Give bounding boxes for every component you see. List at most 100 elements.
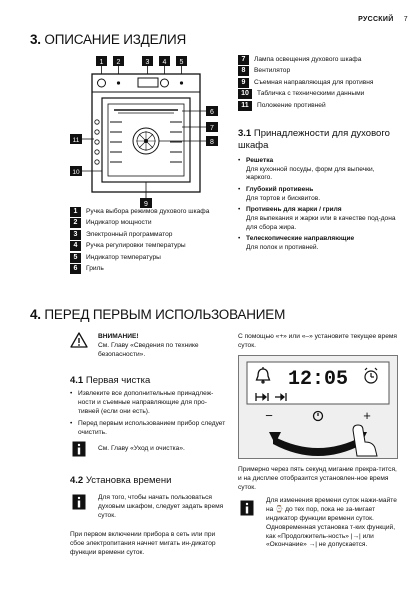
section-4-title: ПЕРЕД ПЕРВЫМ ИСПОЛЬЗОВАНИЕМ bbox=[44, 307, 286, 322]
section-3-1-title: Принадлежности для духового шкафа bbox=[238, 128, 390, 151]
accessory-desc: Для кухонной посуды, форм для выпечки, ж… bbox=[246, 166, 375, 182]
end-icon bbox=[275, 393, 287, 401]
warning-icon bbox=[70, 332, 88, 348]
legend-item: 4 Ручка регулировки температуры bbox=[70, 241, 209, 253]
paragraph: При первом включении прибора в сеть или … bbox=[70, 531, 216, 556]
section-4-2-heading: 4.2 Установка времени bbox=[70, 475, 171, 487]
section-4-2-number: 4.2 bbox=[70, 475, 84, 486]
clock-button[interactable] bbox=[312, 410, 324, 422]
bell-icon bbox=[255, 367, 271, 384]
warning-title: ВНИМАНИЕ! bbox=[98, 333, 139, 340]
accessory-desc: Для полок и противней. bbox=[246, 244, 319, 252]
temp-indicator bbox=[179, 81, 184, 85]
warning-block: ВНИМАНИЕ! См. Главу «Сведения по технике… bbox=[98, 333, 226, 360]
accessory-desc: Для выпекания и жарки или в качестве под… bbox=[246, 215, 396, 231]
warning-text: См. Главу «Сведения по технике безопасно… bbox=[98, 341, 199, 358]
info-icon bbox=[72, 441, 86, 457]
legend-item: 7 Лампа освещения духового шкафа bbox=[238, 54, 374, 66]
accessory-title: Противень для жарки / гриля bbox=[246, 206, 342, 214]
callout-label-1: 1 bbox=[100, 59, 104, 66]
legend-item: 8 Вентилятор bbox=[238, 66, 374, 78]
legend-num: 5 bbox=[70, 252, 81, 263]
legend-num: 8 bbox=[238, 66, 249, 77]
section-4-number: 4. bbox=[30, 307, 41, 322]
section-3-1-number: 3.1 bbox=[238, 128, 252, 139]
legend-num: 1 bbox=[70, 206, 81, 217]
callout-label-6: 6 bbox=[210, 109, 214, 116]
callout-box-1 bbox=[96, 56, 107, 66]
legend-text: Вентилятор bbox=[254, 67, 291, 75]
callout-label-5: 5 bbox=[180, 59, 184, 66]
callout-box-11 bbox=[70, 134, 82, 144]
set-time-instruction: С помощью «+» или «–» установите текущее… bbox=[238, 333, 397, 349]
legend-text: Съемная направляющая для противня bbox=[254, 78, 374, 86]
section-4-1-heading: 4.1 Первая чистка bbox=[70, 375, 150, 387]
callout-box-4 bbox=[159, 56, 170, 66]
legend-num: 6 bbox=[70, 264, 81, 275]
accessory-title: Решетка bbox=[246, 157, 274, 164]
legend-text: Табличка с техническими данными bbox=[257, 90, 365, 98]
list-item: Извлеките все дополнительные принадлеж-н… bbox=[70, 390, 228, 417]
accessory-item: Противень для жарки / гриля Для выпекани… bbox=[238, 206, 398, 232]
callout-box-8 bbox=[206, 136, 218, 146]
callout-box-6 bbox=[206, 106, 218, 116]
legend-num: 4 bbox=[70, 241, 81, 252]
accessory-item: Глубокий противень Для тортов и бисквито… bbox=[238, 186, 398, 203]
timer-clock-icon bbox=[364, 367, 378, 384]
callout-label-3: 3 bbox=[146, 59, 150, 66]
accessories-list: Решетка Для кухонной посуды, форм для вы… bbox=[238, 157, 398, 255]
legend-num: 11 bbox=[238, 100, 252, 111]
legend-num: 2 bbox=[70, 218, 81, 229]
programmer-illustration: 12:05 − + bbox=[238, 355, 398, 459]
section-4-heading: 4. ПЕРЕД ПЕРВЫМ ИСПОЛЬЗОВАНИЕМ bbox=[30, 307, 285, 324]
callout-box-7 bbox=[206, 122, 218, 132]
section-3-number: 3. bbox=[30, 32, 41, 47]
power-indicator bbox=[116, 81, 121, 85]
callout-label-11: 11 bbox=[73, 137, 80, 144]
programmer bbox=[137, 77, 159, 88]
callout-label-8: 8 bbox=[210, 139, 214, 146]
section-4-2-title: Установка времени bbox=[85, 475, 172, 486]
legend-num: 3 bbox=[70, 229, 81, 240]
legend-num: 9 bbox=[238, 77, 249, 88]
oven-diagram: 1 2 3 4 5 bbox=[70, 56, 218, 208]
section-4-1-number: 4.1 bbox=[70, 375, 84, 386]
callout-box-2 bbox=[113, 56, 124, 66]
legend-num: 7 bbox=[238, 54, 249, 65]
info-icon bbox=[72, 494, 86, 510]
time-display: 12:05 bbox=[288, 368, 348, 391]
accessory-item: Решетка Для кухонной посуды, форм для вы… bbox=[238, 157, 398, 183]
legend-item: 9 Съемная направляющая для противня bbox=[238, 77, 374, 89]
legend-text: Электронный программатор bbox=[86, 230, 173, 238]
accessory-title: Глубокий противень bbox=[246, 185, 314, 193]
legend-text: Лампа освещения духового шкафа bbox=[254, 55, 362, 63]
section-3-1-heading: 3.1 Принадлежности для духового шкафа bbox=[238, 128, 398, 152]
callout-box-9 bbox=[140, 198, 152, 208]
legend-text: Ручка регулировки температуры bbox=[86, 242, 186, 250]
plus-button[interactable]: + bbox=[363, 408, 371, 423]
section-4-1-title: Первая чистка bbox=[85, 375, 151, 386]
mode-knob bbox=[97, 78, 106, 88]
page-header: РУССКИЙ 7 bbox=[358, 16, 408, 25]
callout-box-10 bbox=[70, 166, 82, 176]
callout-label-10: 10 bbox=[72, 169, 80, 176]
info-text: Для изменения времени суток нажи-майте н… bbox=[266, 497, 397, 549]
accessory-item: Телескопические направляющие Для полок и… bbox=[238, 235, 398, 252]
finger-icon bbox=[352, 424, 378, 457]
temp-knob bbox=[160, 78, 169, 88]
language-label: РУССКИЙ bbox=[358, 16, 394, 23]
callout-label-7: 7 bbox=[210, 125, 214, 132]
legend-text: Индикатор мощности bbox=[86, 219, 152, 227]
info-text: Для того, чтобы начать пользоваться духо… bbox=[98, 494, 224, 519]
rotate-arrow-icon bbox=[269, 432, 367, 456]
minus-button[interactable]: − bbox=[265, 408, 273, 423]
callout-label-4: 4 bbox=[163, 59, 167, 66]
callout-label-2: 2 bbox=[117, 59, 121, 66]
legend-item: 2 Индикатор мощности bbox=[70, 218, 209, 230]
section-3-title: ОПИСАНИЕ ИЗДЕЛИЯ bbox=[44, 32, 187, 47]
time-set-result: Примерно через пять секунд мигание прекр… bbox=[238, 466, 397, 491]
page-number: 7 bbox=[403, 16, 408, 23]
